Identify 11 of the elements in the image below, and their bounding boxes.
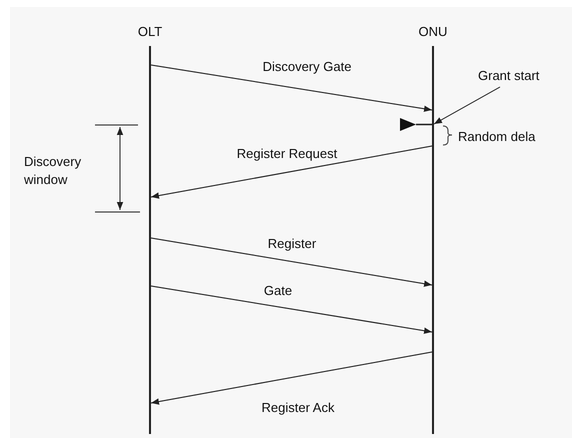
message-arrow <box>150 64 432 112</box>
participant-label: ONU <box>418 24 448 39</box>
annotation-text: Random dela <box>458 128 536 146</box>
leader-line <box>434 86 500 124</box>
message-arrow <box>150 352 432 405</box>
participant-label: OLT <box>136 24 164 39</box>
message-arrow <box>150 238 432 287</box>
message-arrow <box>150 286 432 334</box>
annotation-text: Grant start <box>478 68 540 83</box>
annotation-text: Discovery window <box>24 153 82 189</box>
message-arrow <box>150 146 432 199</box>
